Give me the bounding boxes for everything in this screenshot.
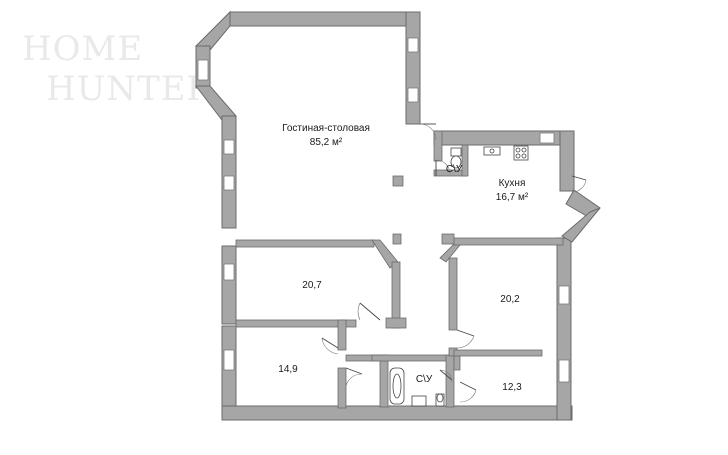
fixtures: [389, 145, 529, 407]
bathroom-sink: [411, 395, 427, 407]
room-area-12-3: 12,3: [502, 382, 522, 393]
columns: [392, 175, 455, 245]
logo-line-2: HUNTER: [46, 69, 214, 109]
home-hunter-logo: HOME HUNTER: [22, 29, 214, 109]
doors: [321, 123, 587, 403]
bathroom-label-2: С\У: [416, 374, 433, 385]
room-area-14-9: 14,9: [278, 364, 298, 375]
room-area-20-2: 20,2: [500, 294, 520, 305]
room-labels: Гостиная-столовая 85,2 м² Кухня 16,7 м² …: [278, 123, 529, 393]
room-area-living: 85,2 м²: [310, 137, 343, 148]
room-area-kitchen: 16,7 м²: [496, 192, 529, 203]
room-name-kitchen: Кухня: [499, 178, 526, 189]
windows: [197, 37, 570, 383]
logo-line-1: HOME: [22, 29, 143, 69]
toilet-bowl: [450, 155, 462, 169]
bathroom-label-1: С\У: [446, 164, 463, 175]
toilet: [450, 147, 462, 157]
room-area-20-7: 20,7: [302, 280, 322, 291]
stove: [513, 145, 529, 161]
room-name-living: Гостиная-столовая: [282, 123, 370, 134]
inner-walls: [235, 130, 564, 409]
